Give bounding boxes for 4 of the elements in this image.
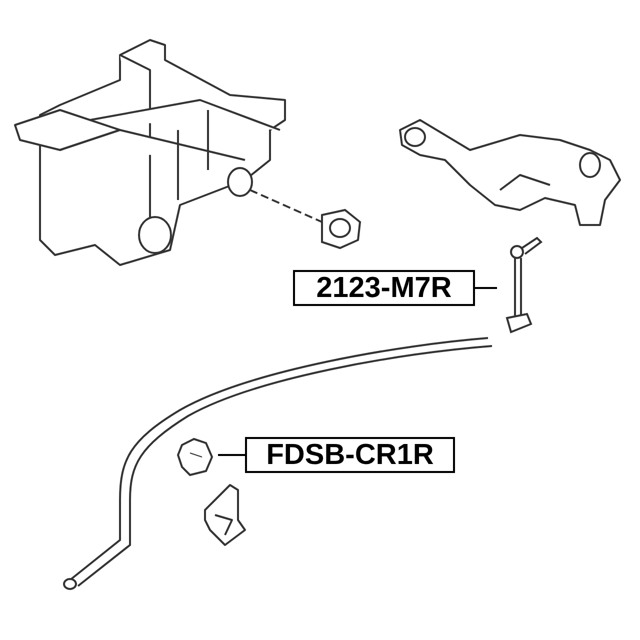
- leader-line: [218, 454, 245, 456]
- part-number-label: FDSB-CR1R: [245, 437, 455, 473]
- leader-line: [475, 287, 497, 289]
- part-number-label: 2123-M7R: [293, 270, 475, 306]
